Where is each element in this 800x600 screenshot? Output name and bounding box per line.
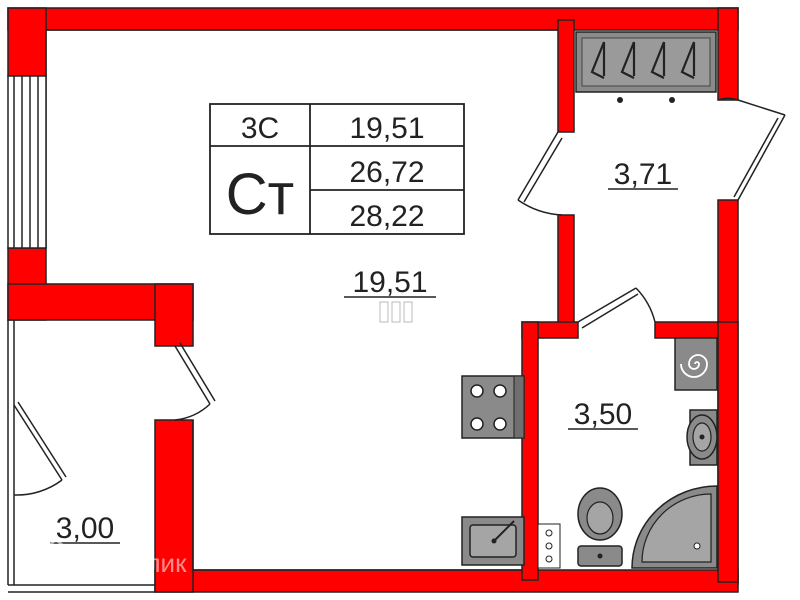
wall-partition-upper (557, 19, 575, 133)
wall-balcony-right (154, 419, 194, 593)
sink-icon (461, 516, 525, 566)
walls (7, 7, 739, 593)
main-room-label: 19,51 (344, 266, 436, 323)
ghost-mark (379, 301, 413, 323)
room-door (517, 131, 563, 216)
main-room-area: 19,51 (352, 266, 427, 299)
wardrobe-foot (669, 97, 675, 103)
bathroom-door (577, 287, 656, 329)
wall-bath-right (717, 321, 739, 583)
wardrobe (575, 31, 717, 103)
balcony-label: 3,00 (50, 512, 120, 545)
wall-partition-mid (557, 214, 575, 328)
hanger-icon (590, 41, 696, 79)
window-left-upper (7, 75, 47, 249)
balcony-window-swing (13, 401, 67, 496)
wall-left-top (7, 7, 47, 77)
wall-balcony-jamb (154, 283, 194, 347)
living-area-value: 19,51 (349, 112, 424, 145)
shower-icon (631, 485, 718, 569)
wall-bath-top-right (654, 321, 726, 339)
rooms-code: 3С (241, 112, 279, 145)
hall-entrance-door (717, 97, 786, 201)
balcony-area: 3,00 (56, 512, 114, 545)
table-frame (209, 103, 465, 235)
total-with-balcony-value: 28,22 (349, 200, 424, 233)
watermark-text: ДомКлик (80, 548, 187, 578)
bathroom-label: 3,50 (568, 398, 638, 431)
balcony-glazing (7, 320, 155, 593)
total-area-value: 26,72 (349, 156, 424, 189)
riser-icon (537, 523, 561, 569)
boiler-icon (674, 337, 718, 391)
wall-top (7, 7, 739, 31)
wall-bottom (154, 569, 739, 593)
stove-icon (461, 375, 525, 439)
hall-area: 3,71 (614, 158, 672, 191)
type-code: Ст (226, 162, 294, 227)
washbasin-icon (686, 409, 718, 466)
wall-right-top (717, 7, 739, 101)
balcony-door (174, 342, 216, 421)
wall-bath-left (521, 321, 539, 581)
bathroom-area: 3,50 (574, 398, 632, 431)
watermark-logo-icon (38, 538, 74, 576)
toilet-icon (577, 487, 623, 567)
wardrobe-foot (617, 97, 623, 103)
watermark: ДомКлик (38, 538, 187, 578)
summary-table: 3С Ст 19,51 26,72 28,22 (209, 103, 465, 235)
hall-label: 3,71 (608, 158, 678, 191)
